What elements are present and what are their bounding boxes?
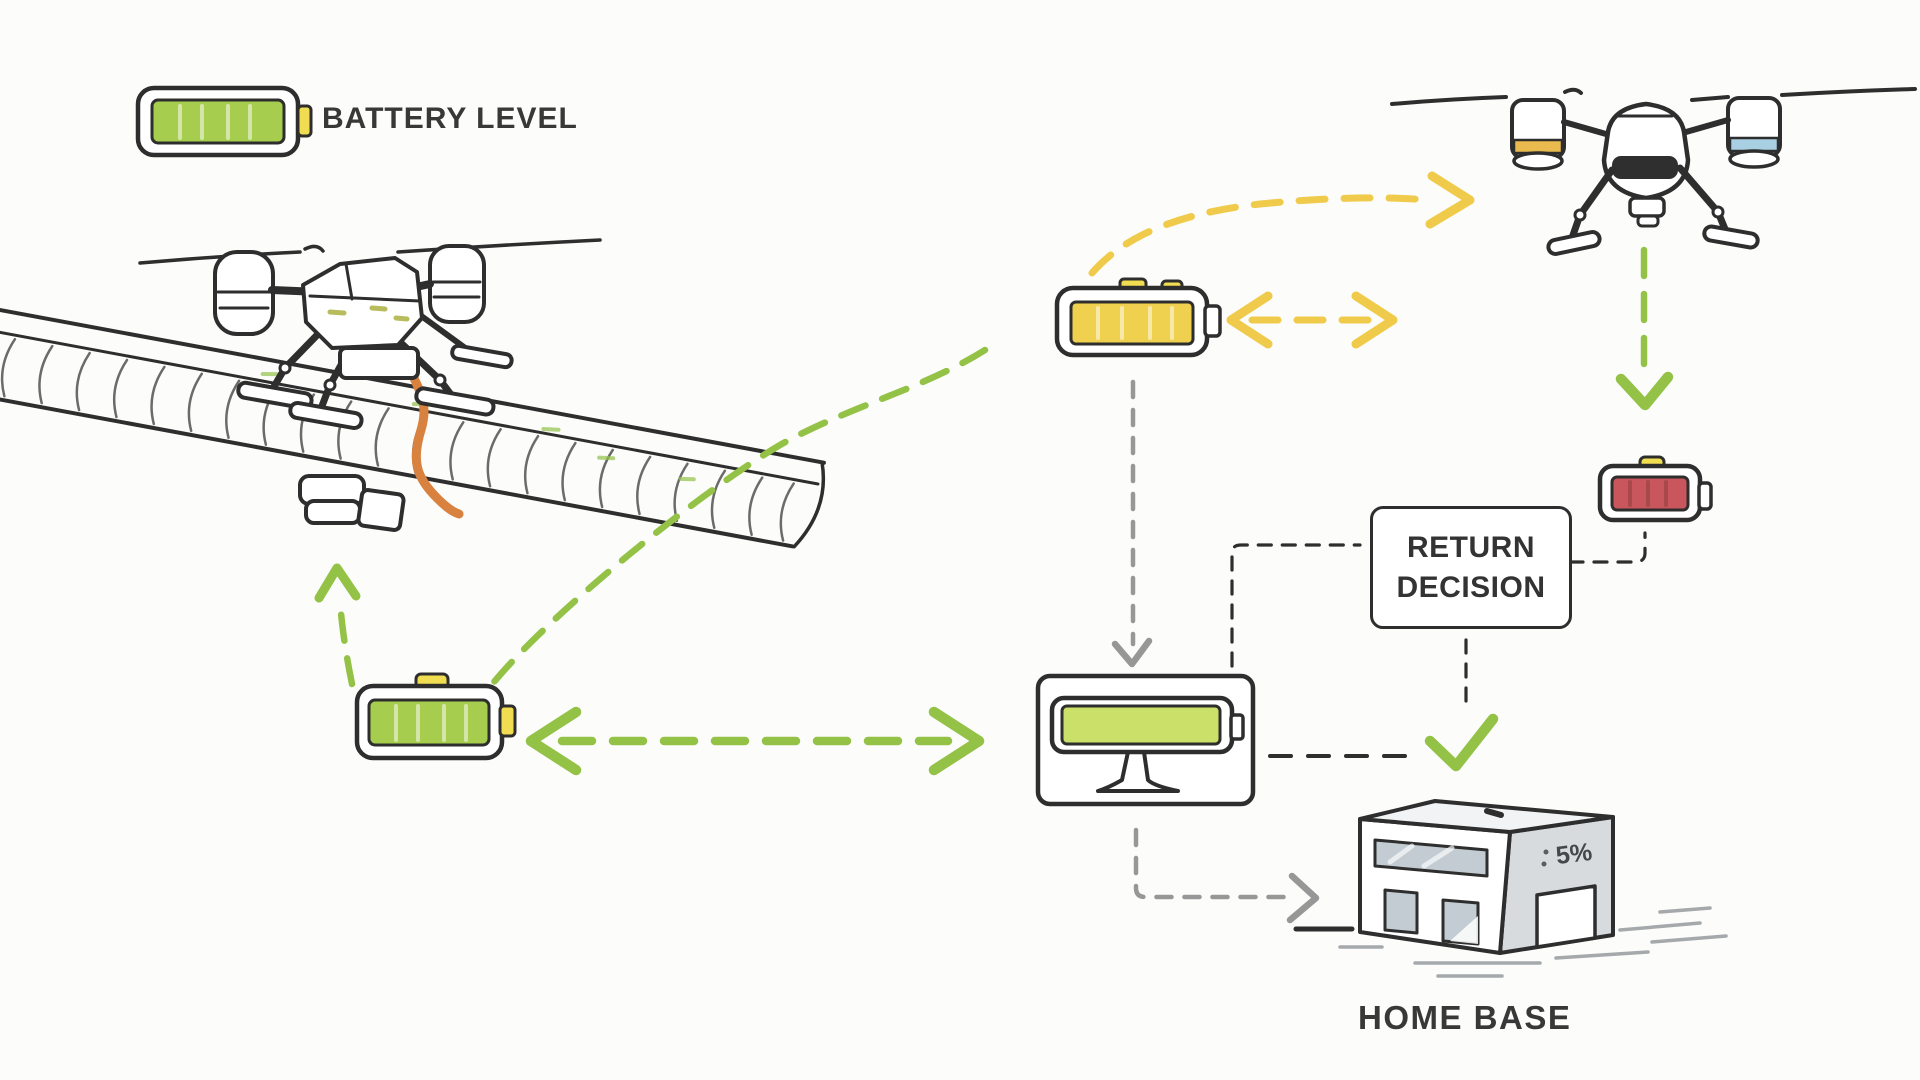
drone-body <box>1601 101 1691 228</box>
monitor-stand <box>1096 750 1180 793</box>
right-rotor-pod <box>1726 96 1782 169</box>
connector-decision-to-low-battery <box>1568 531 1647 564</box>
flying-drone-icon <box>1390 87 1917 256</box>
pipeline <box>0 302 826 549</box>
building-percent-text: 5% <box>1554 837 1594 871</box>
gimbal-arm <box>356 488 406 532</box>
battery-level-legend-label: BATTERY LEVEL <box>322 102 578 135</box>
pipeline-drone-icon <box>138 238 602 532</box>
building-front-face <box>1358 817 1512 955</box>
return-decision-node: RETURN DECISION <box>1370 506 1572 629</box>
green-battery-route-path <box>490 346 989 686</box>
connector-monitor-to-decision <box>1230 543 1362 668</box>
home-base-label: HOME BASE <box>1358 999 1572 1036</box>
battery-full-icon <box>135 85 313 158</box>
right-propeller <box>1690 87 1917 102</box>
ground-shadow <box>1293 906 1728 978</box>
left-rotor-pod <box>1510 98 1566 171</box>
camera-visor <box>1612 156 1678 179</box>
wall-colon-dots2 <box>1541 861 1547 867</box>
left-rotor-pod <box>213 250 275 336</box>
landing-legs <box>1546 164 1760 256</box>
return-decision-line2: DECISION <box>1396 570 1546 604</box>
drone-body <box>301 256 424 380</box>
left-propeller <box>1390 87 1583 106</box>
yellow-swap-curve-arrow <box>1088 171 1475 277</box>
left-arm <box>1561 119 1609 137</box>
green-return-up-arrow <box>314 563 361 688</box>
building-roof <box>1358 799 1615 834</box>
gimbal-lens <box>304 499 362 525</box>
wall-colon-dots <box>1543 849 1549 855</box>
bay-door <box>1535 884 1597 949</box>
battery-status-monitor-icon <box>1035 673 1256 807</box>
yellow-exchange-double-arrow <box>1226 291 1398 349</box>
approval-check-icon <box>1424 713 1499 772</box>
battery-charged-green-icon <box>354 672 517 761</box>
battery-critical-red-icon <box>1597 455 1713 523</box>
screen-battery-charge <box>1060 704 1222 746</box>
right-rotor-pod <box>428 244 486 324</box>
pipe-end-cap <box>792 460 826 549</box>
front-window-right <box>1441 898 1480 946</box>
home-base-building-icon <box>1293 799 1728 978</box>
green-descend-arrow <box>1615 246 1674 411</box>
front-window-strip <box>1373 838 1489 878</box>
battery-medium-yellow-icon <box>1054 277 1222 358</box>
return-decision-line1: RETURN <box>1407 530 1535 564</box>
roof-vent <box>1484 808 1504 818</box>
right-arm <box>1683 117 1731 135</box>
gray-return-home-arrow <box>1133 827 1320 924</box>
right-propeller <box>396 238 602 254</box>
left-propeller <box>138 244 325 265</box>
landing-legs <box>236 312 514 431</box>
green-exchange-double-arrow <box>525 706 985 776</box>
gray-report-arrow <box>1111 379 1153 668</box>
front-window-left <box>1383 888 1419 935</box>
pipe-ribs <box>0 337 795 542</box>
